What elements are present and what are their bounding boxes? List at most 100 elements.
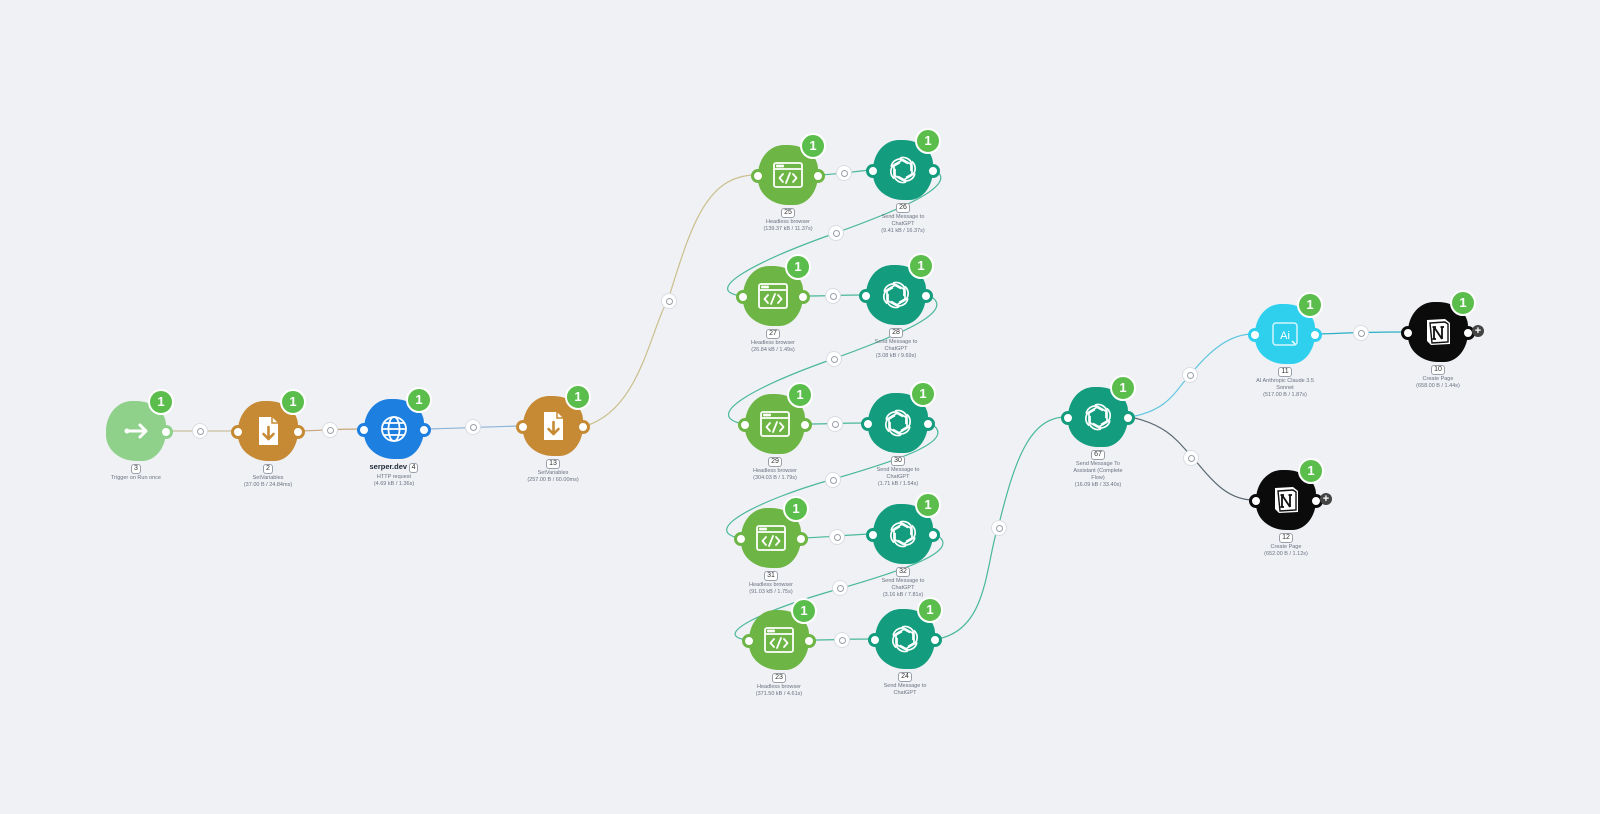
route-settings-icon[interactable]	[837, 166, 851, 180]
module-body[interactable]	[106, 401, 166, 461]
route-settings-icon[interactable]	[992, 521, 1006, 535]
input-port[interactable]	[866, 164, 880, 178]
output-port[interactable]	[921, 417, 935, 431]
output-port[interactable]	[159, 425, 173, 439]
module-n23[interactable]: 1	[742, 598, 817, 670]
route-settings-icon[interactable]	[1354, 326, 1368, 340]
module-n24[interactable]: 1	[868, 597, 943, 669]
module-n31[interactable]: 1	[734, 496, 809, 568]
input-port[interactable]	[1061, 411, 1075, 425]
module-title: Send Message To	[1076, 461, 1120, 467]
operation-count-badge[interactable]: 1	[908, 253, 934, 279]
input-port[interactable]	[516, 420, 530, 434]
output-port[interactable]	[417, 423, 431, 437]
output-port[interactable]	[926, 164, 940, 178]
route-settings-icon[interactable]	[323, 423, 337, 437]
route-settings-icon[interactable]	[1184, 451, 1198, 465]
module-n30[interactable]: 1	[861, 381, 936, 453]
input-port[interactable]	[734, 532, 748, 546]
operation-count-badge[interactable]: 1	[1298, 458, 1324, 484]
input-port[interactable]	[736, 290, 750, 304]
module-n13[interactable]: 1	[516, 384, 591, 456]
output-port[interactable]	[1308, 328, 1322, 342]
input-port[interactable]	[866, 528, 880, 542]
operation-count-badge[interactable]: 1	[787, 382, 813, 408]
module-title: Send Message to	[883, 683, 927, 689]
module-n28[interactable]: 1	[859, 253, 934, 325]
output-port[interactable]	[919, 289, 933, 303]
module-n3[interactable]: 1	[106, 389, 174, 461]
operation-count-badge[interactable]: 1	[917, 597, 943, 623]
operation-count-badge[interactable]: 1	[910, 381, 936, 407]
operation-count-badge[interactable]: 1	[1450, 290, 1476, 316]
output-port[interactable]	[798, 418, 812, 432]
operation-count-badge[interactable]: 1	[800, 133, 826, 159]
output-port[interactable]	[802, 634, 816, 648]
module-n27[interactable]: 1	[736, 254, 811, 326]
module-n32[interactable]: 1	[866, 492, 941, 564]
route-settings-icon[interactable]	[829, 226, 843, 240]
route-settings-icon[interactable]	[662, 294, 676, 308]
module-n29[interactable]: 1	[738, 382, 813, 454]
operation-count-badge[interactable]: 1	[1297, 292, 1323, 318]
module-n12[interactable]: +1	[1249, 458, 1332, 530]
input-port[interactable]	[1401, 326, 1415, 340]
openai-icon	[881, 406, 915, 440]
module-n67[interactable]: 1	[1061, 375, 1136, 447]
input-port[interactable]	[231, 425, 245, 439]
module-n4[interactable]: 1	[357, 387, 432, 459]
input-port[interactable]	[751, 169, 765, 183]
route-settings-icon[interactable]	[830, 530, 844, 544]
route-settings-icon[interactable]	[466, 420, 480, 434]
route-settings-icon[interactable]	[835, 633, 849, 647]
module-n25[interactable]: 1	[751, 133, 826, 205]
operation-count-badge[interactable]: 1	[915, 128, 941, 154]
output-port[interactable]	[576, 420, 590, 434]
input-port[interactable]	[859, 289, 873, 303]
input-port[interactable]	[357, 423, 371, 437]
input-port[interactable]	[868, 633, 882, 647]
module-title: Trigger on Run once	[111, 475, 161, 481]
add-module-icon[interactable]: +	[1472, 325, 1484, 337]
output-port[interactable]	[796, 290, 810, 304]
input-port[interactable]	[1248, 328, 1262, 342]
operation-count-badge[interactable]: 1	[565, 384, 591, 410]
module-n10[interactable]: +1	[1401, 290, 1484, 362]
route-settings-icon[interactable]	[833, 581, 847, 595]
add-module-icon[interactable]: +	[1320, 493, 1332, 505]
operation-count-badge[interactable]: 1	[785, 254, 811, 280]
output-port[interactable]	[1121, 411, 1135, 425]
route-settings-icon[interactable]	[826, 289, 840, 303]
output-port[interactable]	[926, 528, 940, 542]
route-settings-icon[interactable]	[193, 424, 207, 438]
output-port[interactable]	[291, 425, 305, 439]
output-port[interactable]	[928, 633, 942, 647]
output-port[interactable]	[794, 532, 808, 546]
output-port[interactable]	[811, 169, 825, 183]
operation-count-badge[interactable]: 1	[791, 598, 817, 624]
operation-count-badge[interactable]: 1	[280, 389, 306, 415]
input-port[interactable]	[742, 634, 756, 648]
module-id: 4	[408, 463, 419, 473]
operation-count-badge[interactable]: 1	[783, 496, 809, 522]
module-body[interactable]	[238, 401, 298, 461]
route-settings-icon[interactable]	[828, 417, 842, 431]
operation-count-badge[interactable]: 1	[1110, 375, 1136, 401]
input-port[interactable]	[861, 417, 875, 431]
route-settings-icon[interactable]	[1183, 368, 1197, 382]
operation-count-badge[interactable]: 1	[915, 492, 941, 518]
module-n26[interactable]: 1	[866, 128, 941, 200]
input-port[interactable]	[738, 418, 752, 432]
module-n2[interactable]: 1	[231, 389, 306, 461]
operation-count-badge[interactable]: 1	[148, 389, 174, 415]
route-settings-icon[interactable]	[827, 352, 841, 366]
input-port[interactable]	[1249, 494, 1263, 508]
route-settings-icon[interactable]	[826, 473, 840, 487]
module-title-line: ChatGPT	[886, 474, 910, 480]
operation-count-badge[interactable]: 1	[406, 387, 432, 413]
